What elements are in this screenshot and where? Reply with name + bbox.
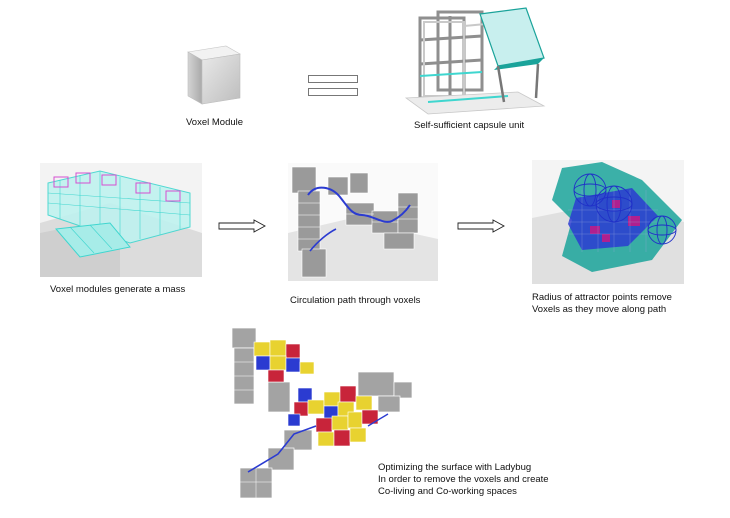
attractor-caption-line1: Radius of attractor points remove xyxy=(532,292,672,303)
capsule-unit-image xyxy=(398,6,548,118)
equals-sign xyxy=(308,75,358,101)
optimized-surface-image xyxy=(228,322,424,512)
capsule-unit-caption: Self-sufficient capsule unit xyxy=(414,120,525,131)
optimize-caption-line2: In order to remove the voxels and create xyxy=(378,474,549,485)
optimize-caption-line3: Co-living and Co-working spaces xyxy=(378,486,517,497)
arrow-right-icon xyxy=(218,219,266,233)
arrow-right-icon xyxy=(457,219,505,233)
attractor-caption-line2: Voxels as they move along path xyxy=(532,304,667,315)
voxel-mass-image xyxy=(40,163,202,277)
voxel-module-caption: Voxel Module xyxy=(186,117,244,128)
voxel-module-image xyxy=(178,40,248,108)
optimize-caption-line1: Optimizing the surface with Ladybug xyxy=(378,462,532,473)
mass-caption: Voxel modules generate a mass xyxy=(50,284,186,295)
attractor-points-image xyxy=(532,160,684,284)
circulation-path-image xyxy=(288,163,438,281)
circulation-caption: Circulation path through voxels xyxy=(290,295,421,306)
